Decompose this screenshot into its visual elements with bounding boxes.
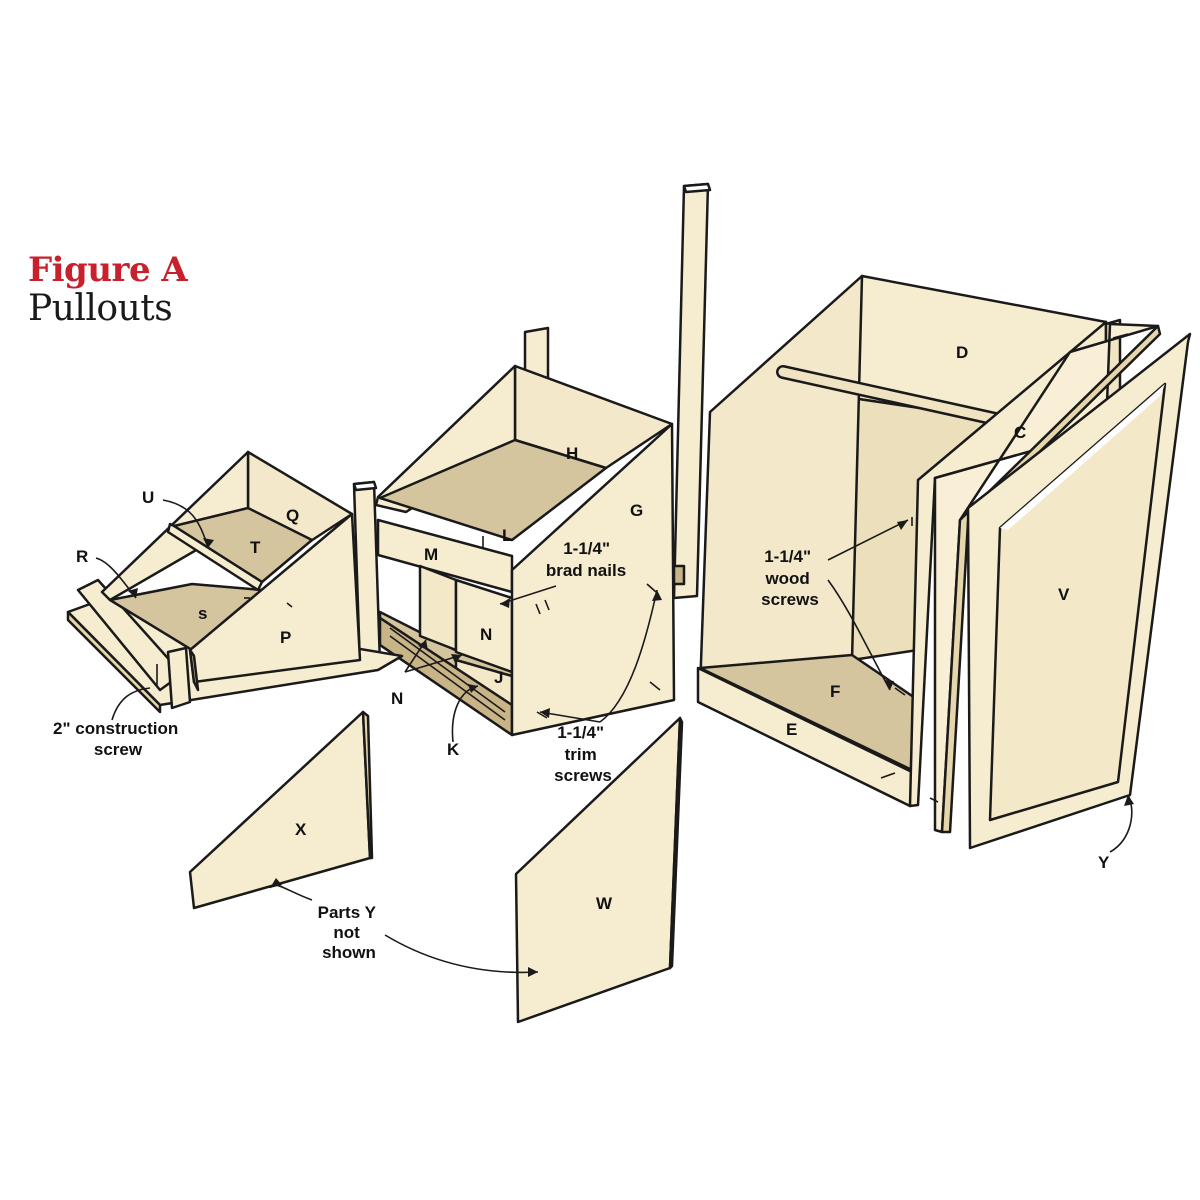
nail-icon [535,603,541,615]
label-part-t: T [250,538,261,557]
label-part-n: N [480,625,492,644]
label-part-r: R [76,547,88,566]
arrowheads [128,520,1134,977]
label-part-j: J [494,668,503,687]
slide-bracket [672,564,686,586]
callout-parts-y-not-shown: Parts Y not shown [318,903,381,962]
label-part-v: V [1058,585,1070,604]
label-part-e: E [786,720,797,739]
label-part-l: L [502,526,512,545]
screw-icon [880,772,896,779]
screw-icon [649,681,661,691]
label-part-m: M [424,545,438,564]
label-part-p: P [280,628,291,647]
left-pullout [66,450,404,714]
label-part-y: Y [1098,853,1110,872]
middle-left-side [374,364,517,514]
label-part-k: K [447,740,460,759]
part-l-shelf [378,438,608,542]
part-w-panel-edge [668,716,684,970]
cabinet-left-side [698,274,864,692]
nail-icon [544,599,550,611]
callout-trim-screws: 1-1/4" trim screws [554,723,612,785]
screw-icon [929,797,939,803]
cabinet-face-frame [933,322,1160,834]
part-n-divider-1 [418,564,458,652]
label-part-w: W [596,894,613,913]
label-part-s: s [198,604,207,623]
label-part-x: X [295,820,307,839]
part-g-side-panel [510,422,676,737]
label-part-f: F [830,682,840,701]
screw-icon [894,687,906,696]
label-part-q: Q [286,506,299,525]
left-front-post [166,646,192,710]
label-part-d: D [956,343,968,362]
part-u-rail [166,522,264,592]
door-rail-highlight [1000,384,1165,530]
screw-icon [536,711,548,719]
left-slide-strip [188,648,200,692]
part-x-panel [188,710,372,910]
callout-brad-nails: 1-1/4" brad nails [546,539,626,580]
callout-construction-screw: 2" construction screw [53,719,183,759]
screw-icon [1112,333,1129,339]
nail-icon [286,602,293,608]
callout-wood-screws: 1-1/4" wood screws [761,547,819,609]
middle-pullout [352,326,686,737]
tall-post [672,182,712,600]
screw-icon [646,583,657,593]
left-base-front [66,610,162,714]
cabinet-assembly [696,274,1192,850]
label-part-h: H [566,444,578,463]
label-part-g: G [630,501,643,520]
label-part-c: C [1014,423,1026,442]
figure-title: Figure A [28,250,188,290]
figure-subtitle: Pullouts [28,288,173,329]
label-part-u: U [142,488,154,507]
cabinet-face-frame-edge [940,324,1162,834]
label-part-n-dividers: N [391,689,403,708]
part-x-panel-edge [361,710,374,860]
cabinet-hanging-rod-highlight [778,367,1005,425]
